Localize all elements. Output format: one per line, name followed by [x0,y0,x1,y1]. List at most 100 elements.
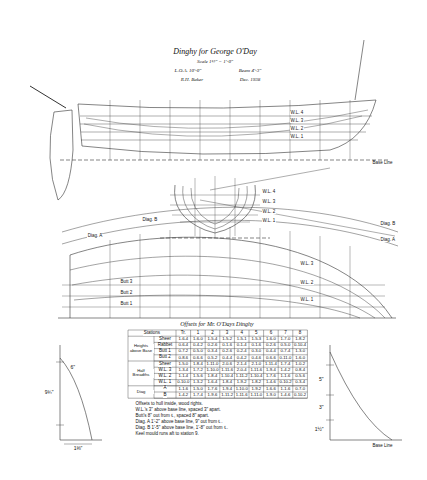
offset-value: 0-3-4 [207,349,218,354]
offset-value: 0-4-4 [222,356,233,361]
table-rule [278,330,279,398]
note: Offsets to hull inside, wood rights. [135,402,203,407]
offset-value: 0-6-6 [193,356,204,361]
offset-value: 0-8-4 [295,368,306,373]
waterline-label: W.L. 3 [290,119,304,124]
offset-value: 1-8-4 [193,362,204,367]
offset-value: 0-10-0 [177,380,190,385]
note: W.L.'s 3" above base line, spaced 3" apa… [135,408,221,413]
note: Diag. A 1'-2" above base line, 9" out fr… [135,420,223,425]
dimension: L.O.A. 10'-0" [174,68,202,74]
offset-value: 0-11-0 [279,356,292,361]
offset-value: 1-5-1 [236,337,247,342]
waterline-label: W.L. 4 [290,111,304,116]
offset-value: 1-5-3 [251,337,262,342]
row-label: A [163,386,167,391]
station-number: 2 [211,331,215,336]
offset-value: 0-7-0 [295,387,306,392]
offset-value: 0-1-6 [251,343,262,348]
row-label: Sheer [158,362,171,367]
diagonal-label: Diag. A [87,234,103,239]
offset-value: 0-5-6 [295,374,306,379]
drawing-date: Dec. 1938 [239,77,261,83]
offset-value: 1-8-4 [222,380,233,385]
offset-value: 1-1-6 [280,387,291,392]
table-group: Half Breadths [129,369,154,377]
table-rule [176,330,177,398]
station-number: 8 [298,331,302,336]
waterline-label: W.L. 1 [290,135,304,140]
table-rule [154,336,155,398]
offset-value: 1-11-0 [250,393,263,398]
station-number: 6 [269,331,273,336]
offset-value: 0-3-0 [251,349,262,354]
dimension: 1½" [314,427,324,433]
offset-value: 0-8-6 [178,356,189,361]
dimension: 3" [318,405,324,411]
offset-value: 0-2-4 [236,349,247,354]
waterline-label: W.L. 3 [300,262,314,267]
station-number: 4 [240,331,244,336]
scale-note: Scale 1½" = 1'-0" [196,59,233,65]
buttock-label: Butt 1 [120,302,133,307]
station-number: 1 [196,331,200,336]
offset-value: 0-10-2 [294,393,307,398]
offset-value: 1-6-4 [178,337,189,342]
offset-value: 0-7-4 [280,349,291,354]
offset-value: 1-5-4 [207,337,218,342]
offset-value: 1-1-4 [178,374,189,379]
offset-value: 1-5-2 [222,337,233,342]
offset-value: 1-6-6 [266,387,277,392]
offset-value: 1-11-6 [235,393,248,398]
table-rule [190,330,191,398]
diagonal-label: Diag. B [380,222,396,227]
table-title: Offsets for Mr. O'Days Dinghy [180,321,254,328]
station-number: 7 [284,331,288,336]
section-detail [56,345,402,444]
offset-value: 1-9-4 [222,387,233,392]
buttock-label: Butt 3 [120,280,133,285]
offset-value: 0-5-2 [207,356,218,361]
offset-value: 1-4-6 [280,393,291,398]
offset-value: 1-8-2 [295,337,306,342]
offset-value: 1-4-2 [280,368,291,373]
diagonal-label: Diag. A [380,238,396,243]
offset-value: 0-1-4 [236,343,247,348]
dimension: 6" [70,365,76,371]
designer-name: R.H. Baker [180,77,203,83]
waterline-label: W.L. 2 [300,281,314,286]
dimension: 5" [318,377,324,383]
offset-value: 1-7-6 [266,374,277,379]
table-rule [292,330,293,398]
offset-value: 1-4-6 [266,380,277,385]
station-number: 5 [255,331,259,336]
offset-value: 1-10-4 [221,374,234,379]
offset-value: 1-11-0 [206,362,219,367]
profile-view [30,40,388,200]
row-label: Butt 1 [159,349,172,354]
note: Butt's 8" out from ℄, spaced 8" apart. [135,414,210,419]
offset-value: 1-6-4 [207,380,218,385]
table-group: Diag [129,390,154,394]
offset-value: 1-6-0 [266,337,277,342]
waterline-label: W.L. 1 [300,298,314,303]
offset-value: 1-5-6 [193,374,204,379]
offset-value: 1-3-2 [193,380,204,385]
row-label: B [163,393,167,398]
offset-value: 1-7-2 [193,368,204,373]
note: Diag. B 1'-5" above base line, 1'-8" out… [135,426,228,431]
offset-value: 1-9-2 [251,387,262,392]
offset-value: 1-7-6 [207,387,218,392]
offset-value: 0-6-4 [178,343,189,348]
offset-value: 1-9-0 [266,393,277,398]
offset-value: 2-1-4 [236,362,247,367]
row-label: Butt 2 [159,355,172,360]
rudder [50,110,73,200]
baseline-label: Base Line [372,161,393,166]
offset-value: 0-10-4 [294,343,307,348]
offset-value: 0-3-4 [295,380,306,385]
offset-value: 1-8-4 [207,374,218,379]
note: Keel mould runs aft to station 9. [135,432,199,437]
offset-value: 1-6-0 [295,356,306,361]
offset-value: 0-7-2 [178,349,189,354]
